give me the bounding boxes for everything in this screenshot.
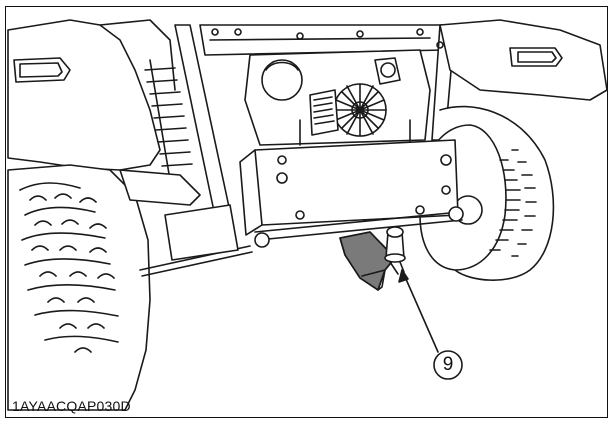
chassis-frame bbox=[174, 24, 456, 241]
figure-frame bbox=[5, 6, 608, 418]
hitch-bracket bbox=[339, 226, 406, 291]
tie-rod bbox=[139, 204, 464, 277]
left-rear-tire bbox=[7, 164, 151, 411]
suspension-spring bbox=[119, 59, 201, 206]
right-fender bbox=[439, 19, 608, 101]
transaxle-assembly bbox=[244, 49, 431, 146]
callout-number: 9 bbox=[442, 354, 454, 375]
callout-leader bbox=[398, 269, 463, 380]
left-fender bbox=[7, 19, 176, 171]
figure-code: 1AYAACQAP030D bbox=[12, 398, 131, 414]
